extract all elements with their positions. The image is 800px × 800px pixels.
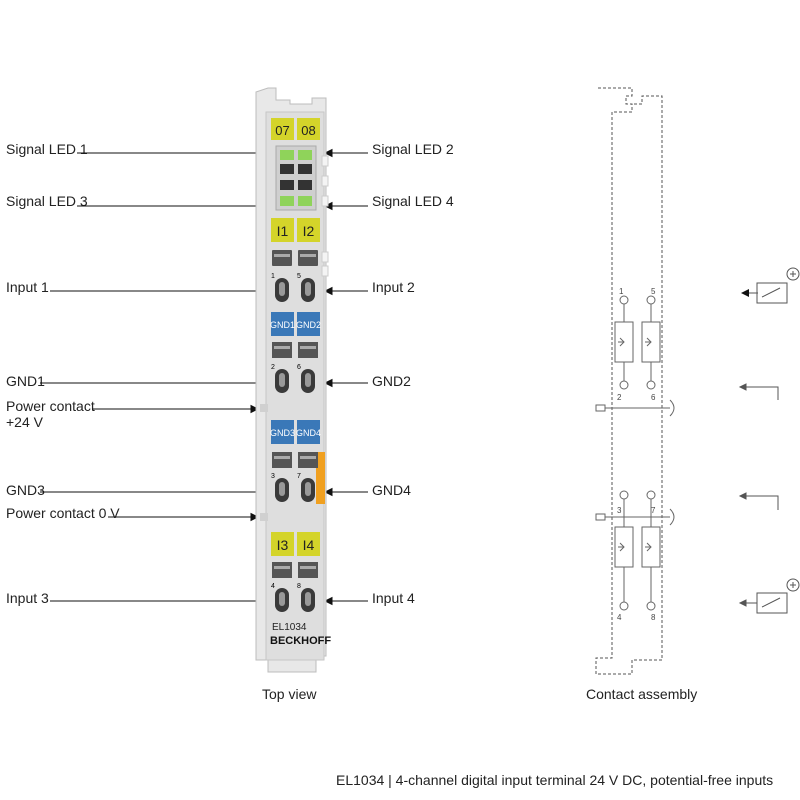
label-signal-led-4: Signal LED 4: [372, 193, 454, 209]
contact-pin-7: 7: [651, 506, 656, 515]
gnd-tab-4-text: GND4: [296, 428, 321, 438]
footer-description: EL1034 | 4-channel digital input termina…: [336, 772, 774, 788]
signal-led-1: [280, 150, 294, 160]
contact-pin-5: 5: [651, 287, 656, 296]
input-tab-i1: [271, 218, 294, 242]
right-leader-lines: [323, 148, 368, 606]
power-contact-orange: [316, 452, 325, 504]
led-dark-3: [280, 180, 294, 190]
gnd-tab-3: [271, 420, 294, 444]
contact-pin-8: 8: [651, 613, 656, 622]
signal-led-3: [280, 196, 294, 206]
pin-number-5: 5: [297, 273, 301, 280]
contact-group-lower: [614, 490, 661, 611]
led-dark-4: [298, 180, 312, 190]
input-tab-i4: [297, 532, 320, 556]
led-dark-1: [280, 164, 294, 174]
label-gnd4: GND4: [372, 482, 411, 498]
input-tab-i4-text: I4: [303, 537, 315, 553]
label-input-3: Input 3: [6, 590, 49, 606]
pin-number-1: 1: [271, 273, 275, 280]
led-tab-08-text: 08: [301, 123, 315, 138]
pin-number-8: 8: [297, 583, 301, 590]
label-input-2: Input 2: [372, 279, 415, 295]
field-switch-lower: [738, 578, 800, 614]
signal-led-4: [298, 196, 312, 206]
power-contact-24v-slot: [260, 404, 268, 412]
contact-pin-6: 6: [651, 393, 656, 402]
label-power-contact-24v-line2: +24 V: [6, 414, 43, 430]
contact-pin-3: 3: [617, 506, 622, 515]
pin-number-3: 3: [271, 473, 275, 480]
input-tab-i2-text: I2: [303, 223, 315, 239]
label-input-1: Input 1: [6, 279, 49, 295]
gnd-tab-2-text: GND2: [296, 320, 321, 330]
caption-contact-assembly: Contact assembly: [586, 686, 698, 702]
gnd-tab-1-text: GND1: [270, 320, 295, 330]
led-tab-07-text: 07: [275, 123, 289, 138]
terminal-row-inputs-1-2: 1 5: [271, 250, 318, 302]
terminal-row-inputs-3-4: 4 8: [271, 562, 318, 612]
label-power-contact-24v: Power contact +24 V: [6, 398, 95, 430]
led-block: [275, 145, 317, 211]
contact-pin-1: 1: [619, 287, 624, 296]
gnd-tab-3-text: GND3: [270, 428, 295, 438]
contact-group-upper: [614, 295, 661, 390]
contact-pin-2: 2: [617, 393, 622, 402]
label-gnd3: GND3: [6, 482, 45, 498]
contact-assembly-outline: [595, 87, 663, 675]
terminal-model: EL1034: [272, 622, 307, 633]
left-leader-lines: [40, 148, 268, 606]
power-contact-rails: [595, 399, 675, 526]
pin-number-4: 4: [271, 583, 275, 590]
label-gnd2: GND2: [372, 373, 411, 389]
field-ground-upper: [738, 383, 779, 400]
gnd-tab-4: [297, 420, 320, 444]
caption-top-view: Top view: [262, 686, 317, 702]
label-gnd1: GND1: [6, 373, 45, 389]
field-ground-lower: [738, 492, 779, 510]
terminal-brand: BECKHOFF: [270, 635, 331, 647]
label-signal-led-1: Signal LED 1: [6, 141, 88, 157]
label-signal-led-2: Signal LED 2: [372, 141, 454, 157]
pin-number-6: 6: [297, 364, 301, 371]
input-tab-i1-text: I1: [277, 223, 289, 239]
gnd-tab-1: [271, 312, 294, 336]
led-dark-2: [298, 164, 312, 174]
label-input-4: Input 4: [372, 590, 415, 606]
terminal-row-gnd-1-2: 2 6: [271, 342, 318, 393]
pin-number-7: 7: [297, 473, 301, 480]
label-signal-led-3: Signal LED 3: [6, 193, 88, 209]
contact-pin-4: 4: [617, 613, 622, 622]
signal-led-2: [298, 150, 312, 160]
input-tab-i3-text: I3: [277, 537, 289, 553]
power-contact-0v-slot: [260, 513, 268, 521]
label-power-contact-24v-line1: Power contact: [6, 398, 95, 414]
input-tab-i2: [297, 218, 320, 242]
gnd-tab-2: [297, 312, 320, 336]
input-tab-i3: [271, 532, 294, 556]
terminal-row-gnd-3-4: 3 7: [271, 452, 318, 502]
pin-number-2: 2: [271, 364, 275, 371]
led-tab-08: [297, 118, 320, 140]
led-tab-07: [271, 118, 294, 140]
label-power-contact-0v: Power contact 0 V: [6, 505, 120, 521]
field-switch-upper: [741, 267, 800, 304]
